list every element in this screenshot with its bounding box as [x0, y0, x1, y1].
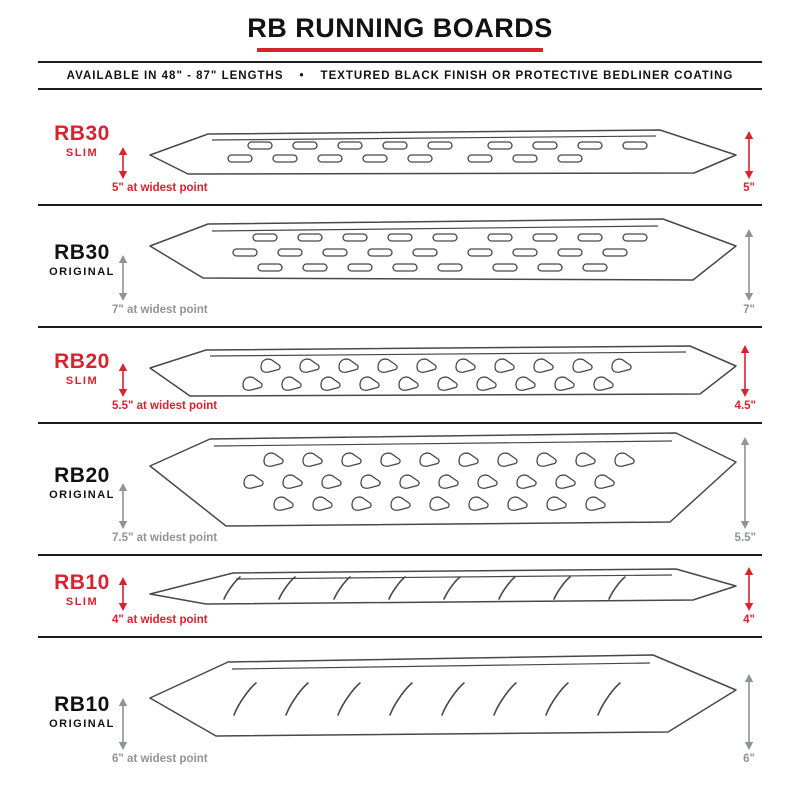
height-value-label: 5.5"	[734, 532, 756, 544]
width-arrow-icon	[118, 698, 128, 750]
widest-point-label: 7.5" at widest point	[112, 532, 218, 544]
height-value-label: 6"	[743, 753, 755, 765]
rb30-slim-drawing	[149, 129, 737, 175]
variant-name: ORIGINAL	[49, 488, 115, 501]
rb20-original-drawing	[149, 432, 737, 527]
width-dimension: 4" at widest point	[112, 577, 208, 626]
cleat-pattern	[233, 682, 621, 716]
height-value-label: 4"	[743, 614, 755, 626]
width-dimension: 6" at widest point	[112, 698, 208, 765]
hole-pattern	[243, 452, 635, 511]
widest-point-label: 7" at widest point	[112, 304, 208, 316]
height-arrow-icon	[744, 567, 754, 611]
height-dimension: 5"	[742, 131, 756, 194]
rb20-slim-drawing	[149, 345, 737, 397]
hole-pattern	[227, 141, 648, 163]
height-value-label: 4.5"	[734, 400, 756, 412]
rb10-original-drawing	[149, 654, 737, 737]
model-name: RB30	[54, 121, 110, 145]
rb10-slim-drawing	[149, 568, 737, 605]
subtitle-bar: AVAILABLE IN 48" - 87" LENGTHS • TEXTURE…	[38, 61, 762, 90]
page-header: RB RUNNING BOARDS AVAILABLE IN 48" - 87"…	[0, 0, 800, 90]
board-label: RB30 ORIGINAL	[38, 206, 126, 312]
board-label: RB10 SLIM	[38, 556, 126, 622]
height-dimension: 7"	[742, 229, 756, 316]
height-arrow-icon	[741, 345, 750, 397]
row-rb20-original: RB20 ORIGINAL 7.5" at widest point 5.5"	[38, 424, 762, 556]
width-arrow-icon	[118, 255, 128, 301]
row-rb30-slim: RB30 SLIM 5" at widest point 5"	[38, 90, 762, 206]
width-dimension: 5.5" at widest point	[112, 363, 217, 412]
model-name: RB30	[54, 240, 110, 264]
page-title: RB RUNNING BOARDS	[247, 13, 553, 43]
width-arrow-icon	[118, 147, 128, 179]
model-name: RB20	[54, 463, 110, 487]
widest-point-label: 5" at widest point	[112, 182, 208, 194]
height-dimension: 4.5"	[735, 345, 756, 412]
height-arrow-icon	[741, 437, 750, 529]
rb30-original-drawing	[149, 218, 737, 281]
height-arrow-icon	[744, 674, 754, 750]
height-dimension: 4"	[742, 567, 756, 626]
row-rb20-slim: RB20 SLIM 5.5" at widest point 4.5"	[38, 328, 762, 424]
model-name: RB10	[54, 693, 110, 716]
model-name: RB10	[54, 570, 110, 594]
row-rb10-original: RB10 ORIGINAL 6" at widest point 6"	[38, 638, 762, 799]
title-underline	[257, 48, 543, 52]
variant-name: SLIM	[65, 595, 99, 608]
model-name: RB20	[54, 349, 110, 373]
variant-name: SLIM	[65, 146, 99, 159]
subtitle-lengths: AVAILABLE IN 48" - 87" LENGTHS	[66, 70, 284, 82]
board-label: RB10 ORIGINAL	[38, 638, 126, 785]
variant-name: ORIGINAL	[49, 718, 115, 730]
height-value-label: 7"	[743, 304, 755, 316]
height-dimension: 6"	[742, 674, 756, 765]
board-label: RB30 SLIM	[38, 90, 126, 190]
height-arrow-icon	[744, 131, 754, 179]
hole-pattern	[232, 233, 648, 272]
board-label: RB20 SLIM	[38, 328, 126, 408]
hole-pattern	[242, 358, 632, 391]
cleat-pattern	[223, 576, 626, 600]
row-rb10-slim: RB10 SLIM 4" at widest point 4"	[38, 556, 762, 638]
variant-name: ORIGINAL	[49, 265, 115, 278]
width-dimension: 5" at widest point	[112, 147, 208, 194]
width-arrow-icon	[118, 363, 128, 397]
width-dimension: 7.5" at widest point	[112, 483, 217, 544]
subtitle-finish: TEXTURED BLACK FINISH OR PROTECTIVE BEDL…	[320, 70, 734, 82]
height-arrow-icon	[744, 229, 754, 301]
row-rb30-original: RB30 ORIGINAL 7" at widest point 7"	[38, 206, 762, 328]
width-dimension: 7" at widest point	[112, 255, 208, 316]
widest-point-label: 5.5" at widest point	[112, 400, 218, 412]
widest-point-label: 4" at widest point	[112, 614, 208, 626]
bullet-separator: •	[299, 70, 305, 82]
board-label: RB20 ORIGINAL	[38, 424, 126, 540]
width-arrow-icon	[118, 483, 128, 529]
width-arrow-icon	[118, 577, 128, 611]
widest-point-label: 6" at widest point	[112, 753, 208, 765]
variant-name: SLIM	[65, 374, 99, 387]
height-dimension: 5.5"	[735, 437, 756, 544]
height-value-label: 5"	[743, 182, 755, 194]
